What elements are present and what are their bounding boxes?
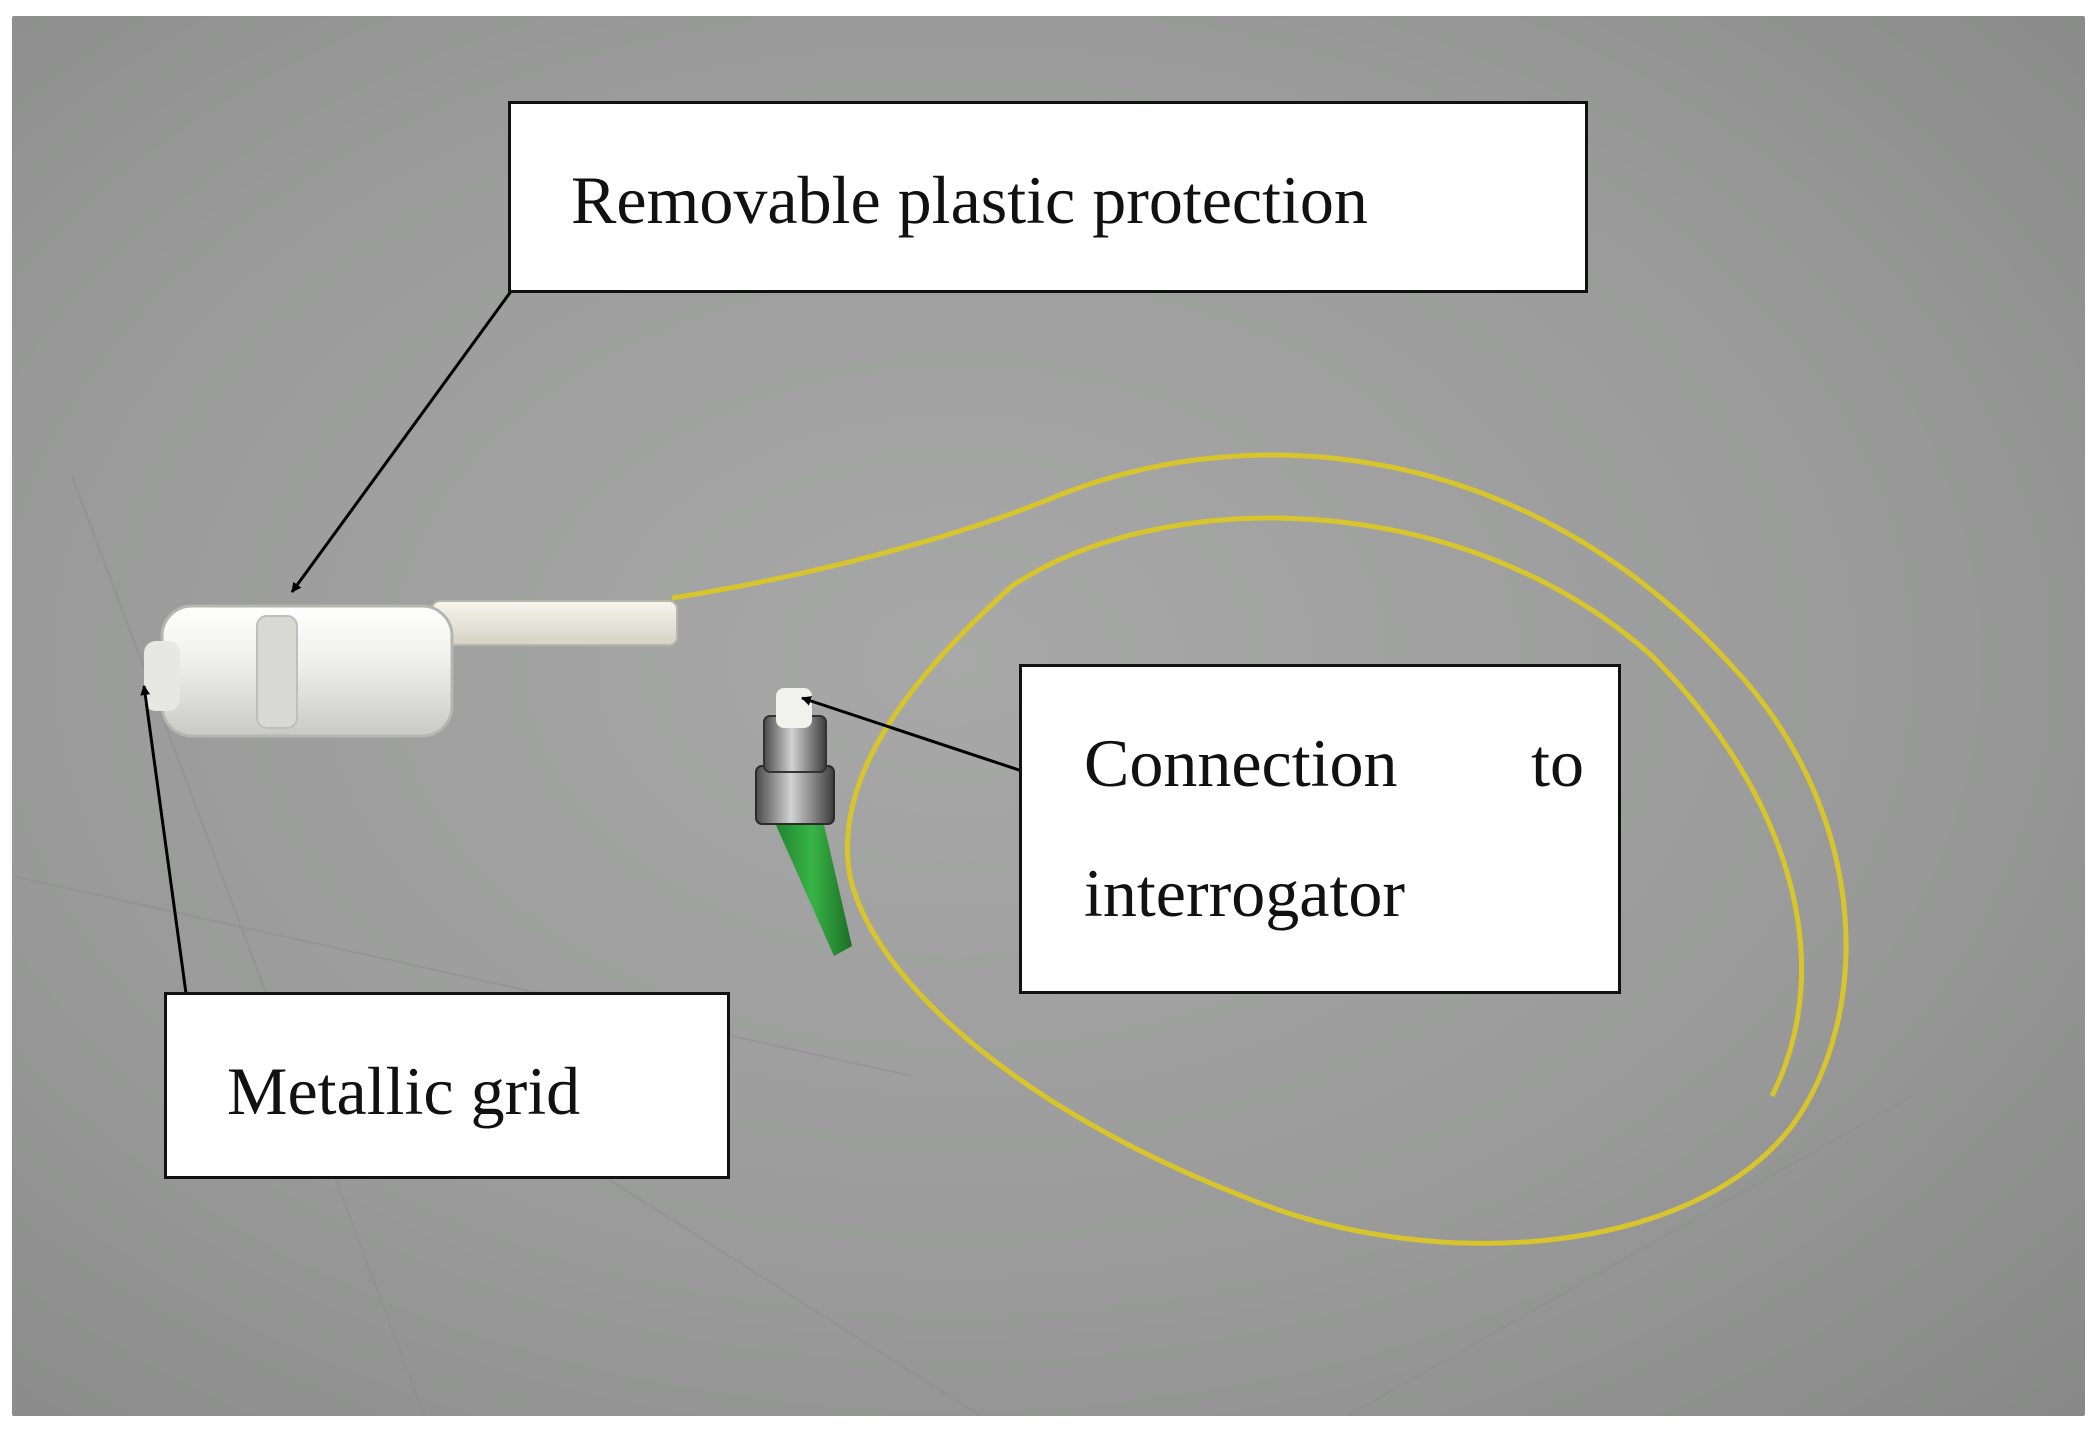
sensor-housing: [144, 600, 678, 738]
arrow-plastic-protection: [290, 278, 522, 593]
arrow-metallic-grid: [140, 685, 190, 1009]
connector-boot: [772, 816, 852, 956]
connector-dust-cap: [776, 688, 812, 728]
surface-texture-lines: [12, 475, 1913, 1416]
callout-connection-to-interrogator: Connection to interrogator: [1019, 664, 1621, 994]
callout-word-to: to: [1531, 725, 1584, 801]
protective-tube: [431, 600, 678, 646]
callout-line-2: interrogator: [1084, 855, 1405, 931]
fiber-cable: [671, 452, 1849, 1246]
callout-label: Removable plastic protection: [571, 162, 1368, 238]
callout-arrows: [140, 278, 1032, 1009]
housing-end-cap: [144, 641, 180, 711]
housing-groove: [256, 615, 298, 729]
callout-label: Metallic grid: [227, 1053, 581, 1129]
connector-nut: [755, 765, 835, 825]
arrow-connection: [801, 696, 1032, 776]
callout-word-connection: Connection: [1084, 725, 1398, 801]
callout-line-1: Connection to: [1084, 729, 1584, 797]
housing-body: [160, 604, 454, 738]
connector: [755, 688, 852, 956]
callout-removable-plastic-protection: Removable plastic protection: [508, 101, 1588, 293]
callout-metallic-grid: Metallic grid: [164, 992, 730, 1179]
